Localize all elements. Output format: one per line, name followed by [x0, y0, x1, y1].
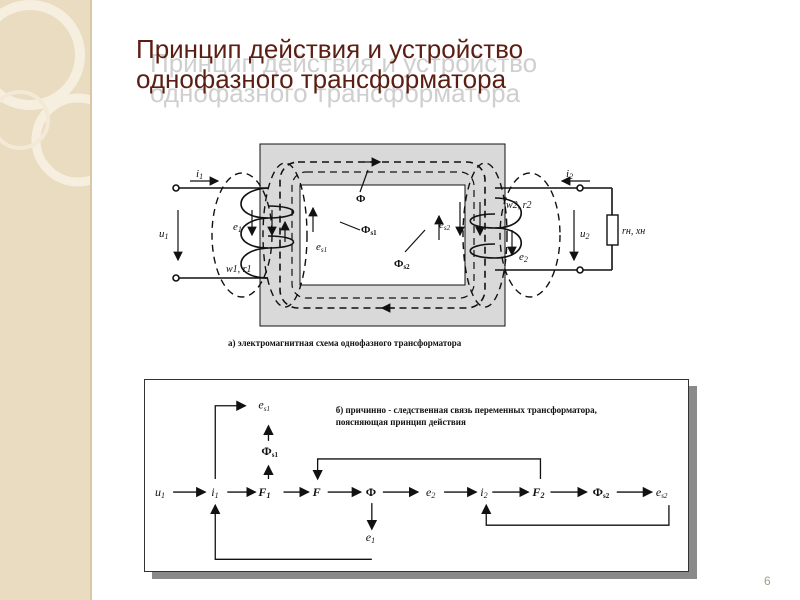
node-i2: i2: [480, 485, 487, 500]
node-e1: e1: [366, 530, 375, 545]
secondary-winding: [469, 184, 613, 274]
decorative-sidebar: [0, 0, 90, 600]
svg-text:rн, xн: rн, xн: [622, 226, 645, 237]
decorative-circles: [0, 0, 90, 187]
svg-text:e1: e1: [233, 221, 242, 234]
title-shadow: Принцип действия и устройство однофазног…: [150, 48, 538, 108]
title-line-1: Принцип действия и устройство: [136, 34, 524, 64]
node-phis2: Фs2: [593, 485, 610, 500]
node-es2: es2: [656, 485, 668, 500]
node-phis1: Фs1: [261, 444, 278, 459]
svg-text:es2: es2: [439, 219, 451, 232]
slide-title: Принцип действия и устройство однофазног…: [136, 34, 696, 94]
load-resistor: [606, 214, 619, 246]
svg-text:e2: e2: [519, 251, 528, 264]
title-line-2: однофазного трансформатора: [136, 64, 507, 94]
sidebar-divider: [90, 0, 92, 600]
svg-text:u2: u2: [580, 228, 590, 241]
flow-nodes: u1 i1 F1 F Ф e2 i2 F2 Фs2 es2 Фs1 es1 e1: [155, 398, 668, 545]
svg-text:i2: i2: [566, 168, 573, 181]
svg-text:w2, r2: w2, r2: [506, 200, 532, 211]
node-phi: Ф: [366, 485, 376, 499]
diagram-arrows: [173, 169, 590, 262]
transformer-schematic: i1 i2 u1 u2 e1 e2 es1 es2 Ф Фs1 Фs2 w1, …: [150, 140, 670, 355]
main-flux-path: [279, 157, 486, 313]
diagram-b-caption-line2: поясняющая принцип действия: [336, 417, 466, 427]
svg-text:w1, r1: w1, r1: [226, 264, 252, 275]
node-e2: e2: [426, 485, 435, 500]
page-number: 6: [764, 574, 771, 588]
node-F: F: [312, 485, 321, 499]
primary-winding: [172, 184, 294, 282]
svg-text:i1: i1: [196, 168, 203, 181]
svg-text:Ф: Ф: [356, 193, 366, 205]
cause-effect-diagram: u1 i1 F1 F Ф e2 i2 F2 Фs2 es2 Фs1 es1 e1…: [144, 379, 689, 572]
node-F2: F2: [531, 485, 544, 500]
node-F1: F1: [257, 485, 270, 500]
node-es1: es1: [258, 398, 270, 413]
diagram-labels: i1 i2 u1 u2 e1 e2 es1 es2 Ф Фs1 Фs2 w1, …: [159, 168, 645, 275]
svg-text:Фs1: Фs1: [361, 224, 377, 237]
svg-text:u1: u1: [159, 228, 169, 241]
svg-text:Фs2: Фs2: [394, 258, 410, 271]
diagram-b-caption-line1: б) причинно - следственная связь перемен…: [336, 405, 597, 415]
node-u1: u1: [155, 485, 165, 500]
flow-arrows: [173, 400, 670, 560]
diagram-a-caption: а) электромагнитная схема однофазного тр…: [228, 338, 462, 348]
svg-text:es1: es1: [316, 241, 327, 254]
transformer-core: [259, 143, 506, 327]
node-i1: i1: [211, 485, 218, 500]
